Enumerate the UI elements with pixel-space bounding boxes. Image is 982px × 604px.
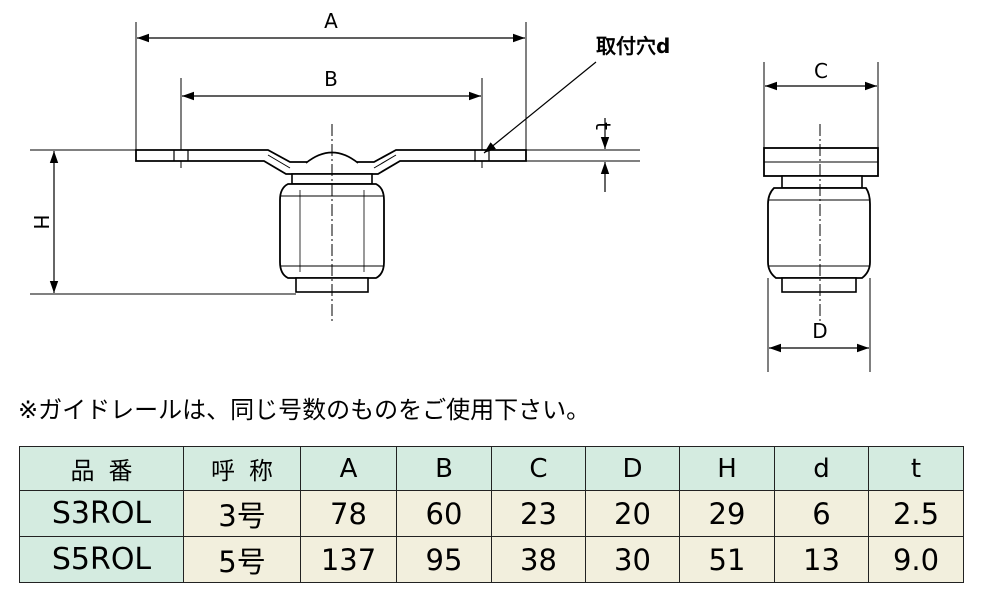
label-hole: 取付穴d — [596, 34, 670, 58]
label-t: t — [591, 122, 615, 130]
header-hole-d: d — [774, 446, 869, 491]
header-size: 呼称 — [183, 446, 301, 491]
cell-t: 9.0 — [868, 536, 964, 583]
side-view — [763, 62, 879, 372]
cell-d: 20 — [585, 490, 680, 537]
cell-d: 30 — [585, 536, 680, 583]
header-t: t — [868, 446, 964, 491]
label-d: D — [812, 319, 827, 343]
cell-t: 2.5 — [868, 490, 964, 537]
cell-b: 60 — [396, 490, 492, 537]
cell-size: 5号 — [183, 536, 301, 583]
header-c: C — [491, 446, 586, 491]
spec-table: 品番 呼称 A B C D H d t S3ROL 3号 78 60 23 20… — [19, 446, 964, 583]
label-a: A — [324, 9, 338, 33]
cell-part-number: S3ROL — [19, 490, 184, 537]
table-row: S3ROL 3号 78 60 23 20 29 6 2.5 — [19, 490, 964, 537]
header-d: D — [585, 446, 680, 491]
header-part-number: 品番 — [19, 446, 184, 491]
cell-hole-d: 6 — [774, 490, 869, 537]
cell-size: 3号 — [183, 490, 301, 537]
cell-c: 38 — [491, 536, 586, 583]
cell-c: 23 — [491, 490, 586, 537]
cell-a: 137 — [300, 536, 397, 583]
cell-a: 78 — [300, 490, 397, 537]
cell-hole-d: 13 — [774, 536, 869, 583]
cell-h: 29 — [679, 490, 775, 537]
table-header-row: 品番 呼称 A B C D H d t — [19, 446, 964, 491]
label-h: H — [29, 214, 53, 229]
cell-h: 51 — [679, 536, 775, 583]
technical-drawing: A B C D H t 取付穴d — [29, 9, 879, 372]
label-c: C — [814, 59, 828, 83]
front-view — [30, 22, 640, 322]
cell-part-number: S5ROL — [19, 536, 184, 583]
header-b: B — [396, 446, 492, 491]
header-h: H — [679, 446, 775, 491]
header-a: A — [300, 446, 397, 491]
table-row: S5ROL 5号 137 95 38 30 51 13 9.0 — [19, 536, 964, 583]
hole-leader — [483, 61, 597, 154]
cell-b: 95 — [396, 536, 492, 583]
note-text: ※ガイドレールは、同じ号数のものをご使用下さい。 — [18, 396, 591, 424]
label-b: B — [324, 67, 338, 91]
